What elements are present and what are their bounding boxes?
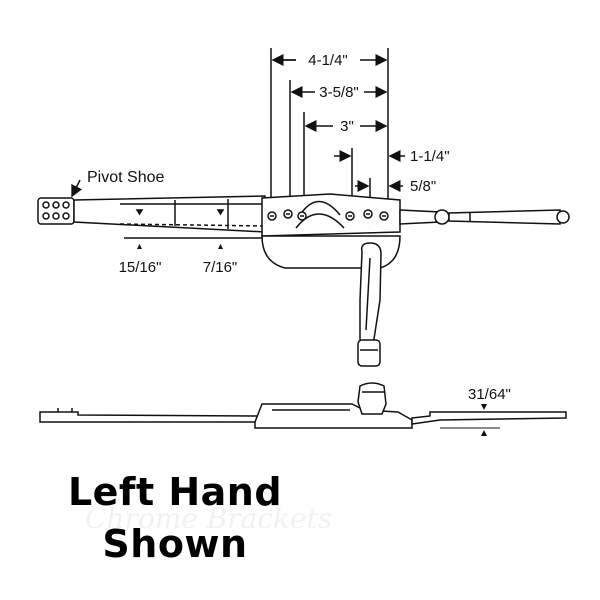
operator-side-view [39,382,567,429]
pivot-shoe-label: Pivot Shoe [87,169,164,186]
crank-knob [357,339,381,367]
side-crank [357,382,387,415]
rivets [267,209,389,221]
side-housing [254,403,413,429]
side-short-arm [411,411,567,425]
dim-label-1-1-4: 1-1/4" [410,148,450,165]
caption-line-2: Shown [102,522,248,566]
crank-handle [359,242,382,353]
long-arm [73,195,266,233]
dim-label-4-1-4: 4-1/4" [308,52,348,69]
extension-lines [270,48,389,205]
operator-top-view [37,193,570,367]
dim-4-1-4: 4-1/4" [271,52,388,69]
dim-label-15-16: 15/16" [119,259,162,276]
dim-label-5-8: 5/8" [410,178,436,195]
dim-3-5-8: 3-5/8" [290,84,388,101]
dim-label-3: 3" [340,118,354,135]
dim-5-8: 5/8" [355,178,436,195]
caption-line-1: Left Hand [67,470,283,514]
dim-label-7-16: 7/16" [203,259,238,276]
dim-3: 3" [304,118,388,135]
dim-31-64: 31/64" [440,386,511,436]
arm-offset-markers [124,237,262,249]
gearbox-housing [261,193,401,237]
watermark: Chrome Brackets [85,502,333,535]
dim-label-31-64: 31/64" [468,386,511,403]
pivot-shoe-leader [71,179,83,198]
dim-1-1-4: 1-1/4" [334,148,450,165]
short-arm [448,209,561,225]
dim-label-3-5-8: 3-5/8" [319,84,359,101]
